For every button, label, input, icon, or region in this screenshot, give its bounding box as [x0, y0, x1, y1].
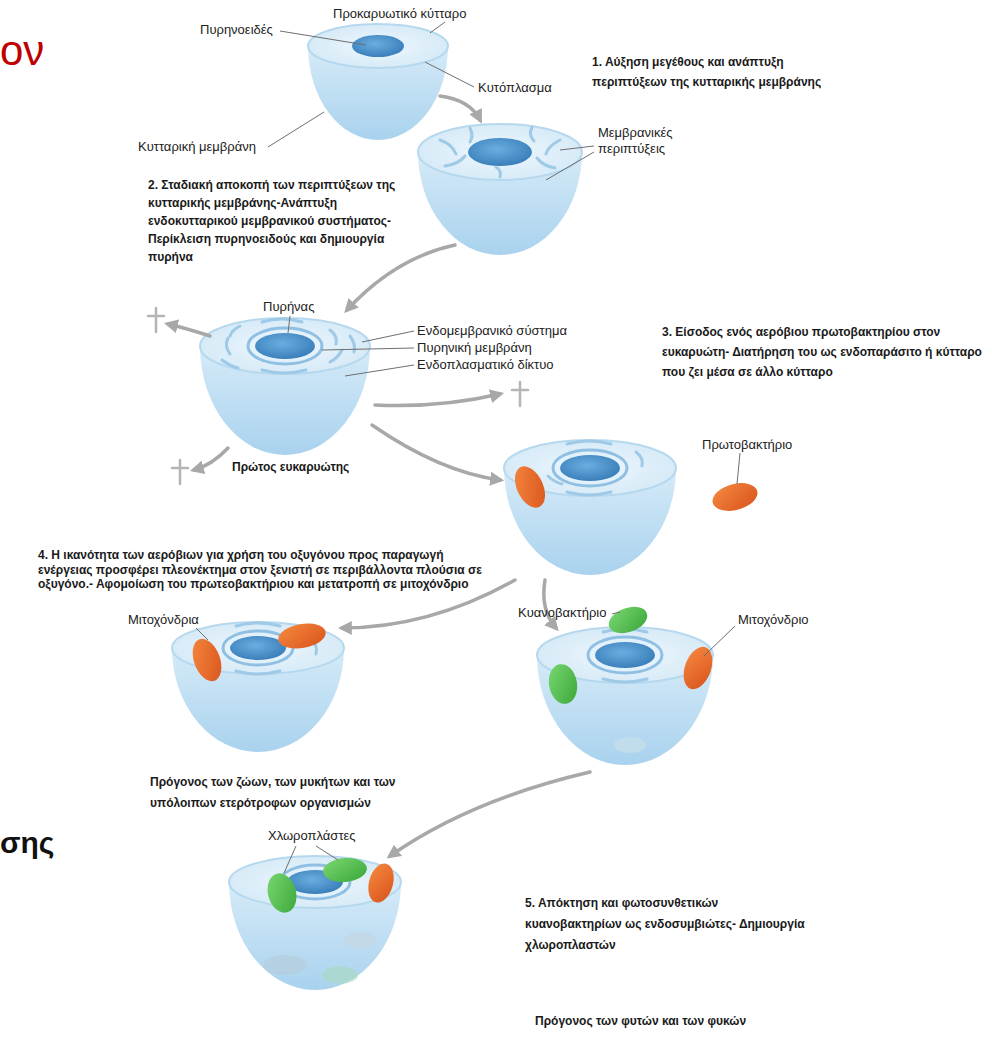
- cell-caption: Πρόγονος των φυτών και των φυκών: [535, 1013, 746, 1029]
- part-label: Πρωτοβακτήριο: [702, 437, 792, 453]
- title-fragment: ον: [0, 26, 44, 76]
- part-label: Χλωροπλάστες: [268, 828, 356, 844]
- part-label: Κυανοβακτήριο: [518, 605, 606, 621]
- part-label: Ενδομεμβρανικό σύστημα: [417, 323, 567, 339]
- heterotroph-ancestor-cell: [172, 620, 344, 752]
- part-label: Μιτοχόνδρια: [128, 612, 199, 628]
- part-label: Πυρήνας: [263, 299, 314, 315]
- host-cell-with-protobacteria: [504, 440, 761, 575]
- step-text: 2. Σταδιακή αποκοπή των περιπτύξεων της …: [148, 176, 423, 266]
- step-text: 5. Απόκτηση και φωτοσυνθετικών κυανοβακτ…: [525, 893, 815, 956]
- cell-caption: Πρόγονος των ζώων, των μυκήτων και των υ…: [150, 772, 440, 814]
- part-label: Κυτταρική μεμβράνη: [138, 139, 256, 155]
- step-text: 4. Η ικανότητα των αερόβιων για χρήση το…: [38, 548, 483, 592]
- prokaryotic-cell: [308, 24, 448, 140]
- part-label: Ενδοπλασματικό δίκτυο: [417, 357, 554, 373]
- part-label: Προκαρυωτικό κύτταρο: [333, 6, 466, 22]
- plant-ancestor-cell: [229, 856, 401, 990]
- step-text: 1. Αύξηση μεγέθους και ανάπτυξη περιπτύξ…: [592, 52, 832, 92]
- leader-lines: [196, 22, 740, 873]
- infolding-cell: [418, 124, 582, 255]
- title-fragment: σης: [0, 824, 54, 862]
- cell-with-cyanobacterium: [537, 602, 718, 765]
- part-label: Κυτόπλασμα: [478, 80, 552, 96]
- part-label: Μιτοχόνδριο: [738, 612, 809, 628]
- part-label: Πυρηνοειδές: [200, 22, 273, 38]
- part-label: Πυρηνική μεμβράνη: [417, 340, 532, 356]
- first-eukaryote-cell: [200, 318, 370, 455]
- part-label: Μεμβρανικές περιπτύξεις: [598, 125, 713, 157]
- step-text: 3. Είσοδος ενός αερόβιου πρωτοβακτηρίου …: [662, 322, 982, 382]
- cell-caption: Πρώτος ευκαρυώτης: [232, 459, 349, 475]
